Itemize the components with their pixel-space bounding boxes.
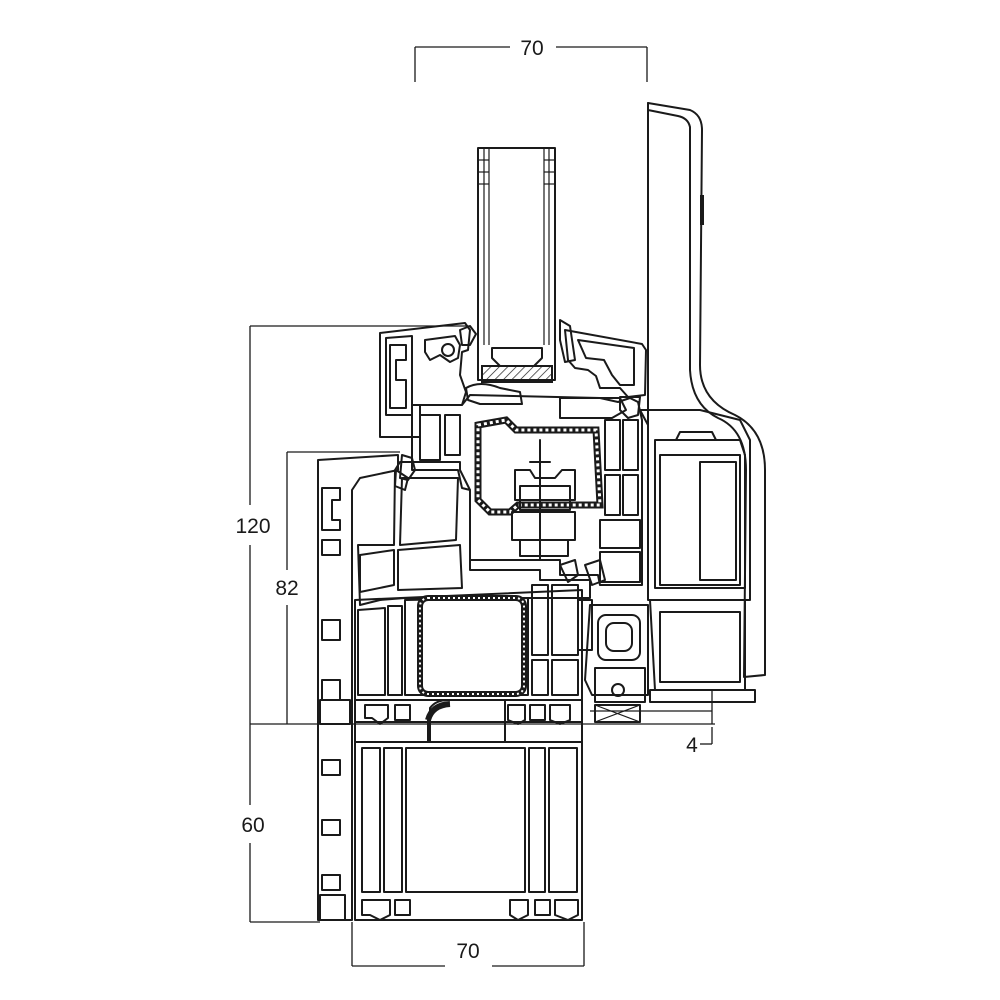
sash-exterior — [564, 329, 751, 601]
glass-spacer — [491, 347, 543, 367]
glazing-bead — [379, 322, 477, 438]
dim-bottom-width: 70 — [351, 922, 585, 967]
hardware-box — [649, 431, 756, 703]
dim-bottom-width-label: 70 — [456, 940, 479, 963]
dim-overall-height: 120 — [235, 325, 470, 724]
sash-profile — [411, 319, 643, 586]
sash-cladding — [647, 102, 766, 678]
dim-lower-height-label: 60 — [241, 814, 264, 837]
dim-top-width-label: 70 — [520, 37, 543, 60]
hinge-roller — [584, 604, 649, 723]
frame-outer-left — [317, 454, 399, 921]
dim-frame-height-label: 82 — [275, 577, 298, 600]
frame-main — [354, 584, 593, 723]
dim-frame-height: 82 — [275, 451, 400, 724]
dim-top-width: 70 — [414, 37, 648, 82]
dim-overall-height-label: 120 — [235, 515, 270, 538]
dim-gap-label: 4 — [686, 734, 698, 757]
glass-seal-hatch — [481, 365, 553, 383]
frame-lower — [354, 741, 583, 921]
glass-pane — [477, 147, 556, 383]
frame-upper — [357, 454, 591, 606]
